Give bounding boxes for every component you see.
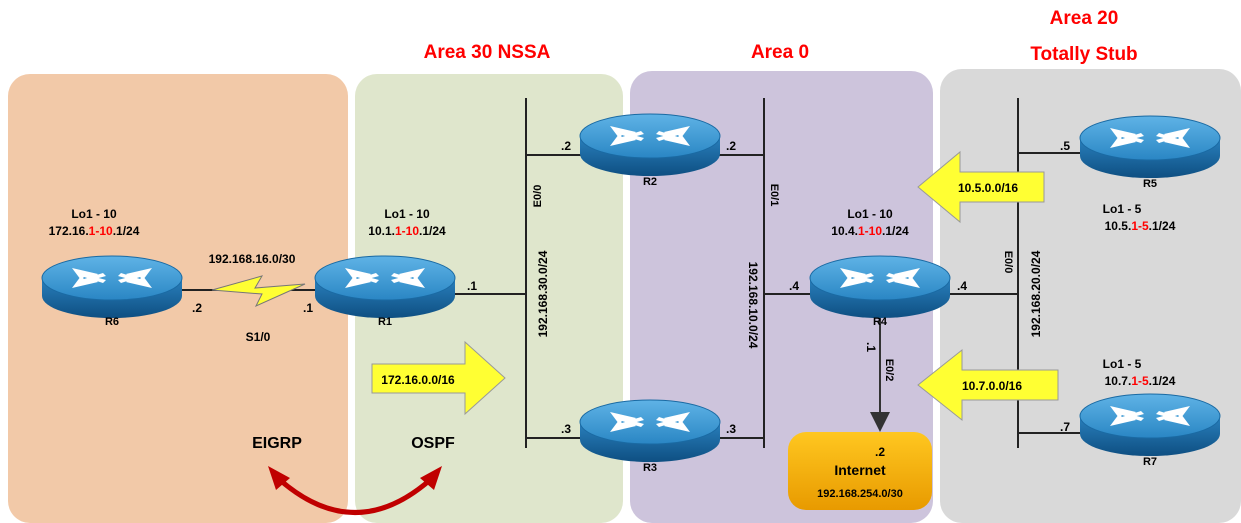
eigrp-label: EIGRP	[252, 435, 302, 452]
redistribution-right-arrowhead	[420, 466, 442, 490]
r4-e00-interface-label: E0/0	[1002, 251, 1014, 274]
r2-seg30-host: .2	[561, 139, 571, 153]
r3-seg30-host: .3	[561, 422, 571, 436]
redistribution-left-arrowhead	[268, 466, 290, 490]
r4-loopback-range: 10.4.1-10.1/24	[831, 224, 909, 238]
area-20-subtitle: Totally Stub	[1030, 44, 1137, 65]
r7-summary-arrow	[917, 348, 1059, 422]
r1-loopback-range: 10.1.1-10.1/24	[368, 224, 446, 238]
router-r3-label: R3	[643, 462, 657, 474]
r7-seg20-host: .7	[1060, 420, 1070, 434]
r4-e02-interface-label: E0/2	[883, 359, 895, 382]
r1-seg30-host: .1	[467, 279, 477, 293]
r2-seg10-host: .2	[726, 139, 736, 153]
r1-serial-host: .1	[303, 301, 313, 315]
serial-network-label: 192.168.16.0/30	[209, 252, 296, 266]
router-r3-icon	[579, 399, 721, 463]
area-30-region	[355, 74, 623, 523]
router-r2-icon	[579, 113, 721, 177]
r4-seg10-host: .4	[789, 279, 799, 293]
r7-loopback-range: 10.7.1-5.1/24	[1105, 374, 1176, 388]
internet-label: Internet	[834, 462, 886, 478]
r6-loopback-range: 172.16.1-10.1/24	[49, 224, 140, 238]
router-r7-label: R7	[1143, 456, 1157, 468]
r5-seg20-host: .5	[1060, 139, 1070, 153]
r3-seg10-host: .3	[726, 422, 736, 436]
redistribution-curve	[278, 478, 432, 515]
r6-serial-host: .2	[192, 301, 202, 315]
internet-cloud	[788, 432, 932, 510]
router-r2-label: R2	[643, 176, 657, 188]
r7-loopback-title: Lo1 - 5	[1103, 357, 1142, 371]
router-r6-icon	[41, 255, 183, 319]
r1-loopback-title: Lo1 - 10	[384, 207, 430, 221]
router-r5-icon	[1079, 115, 1221, 179]
serial-link-bolt	[211, 275, 306, 308]
area-0-title: Area 0	[751, 42, 809, 63]
router-r7-icon	[1079, 393, 1221, 457]
r2-e01-interface-label: E0/1	[768, 184, 780, 207]
router-r6-label: R6	[105, 316, 119, 328]
internet-network-label: 192.168.254.0/30	[817, 488, 903, 500]
r5-summary-arrow	[917, 150, 1045, 224]
router-r5-label: R5	[1143, 178, 1157, 190]
router-r4-label: R4	[873, 316, 888, 328]
serial-interface-label: S1/0	[246, 330, 271, 344]
ospf-label: OSPF	[411, 435, 455, 452]
router-r1-label: R1	[378, 316, 392, 328]
r4-loopback-title: Lo1 - 10	[847, 207, 893, 221]
nssa-summary-arrow	[371, 340, 506, 416]
r7-summary-label: 10.7.0.0/16	[962, 379, 1022, 393]
r5-loopback-title: Lo1 - 5	[1103, 202, 1142, 216]
r6-loopback-title: Lo1 - 10	[71, 207, 117, 221]
segment-10-label: 192.168.10.0/24	[746, 262, 760, 349]
segment-20-label: 192.168.20.0/24	[1029, 250, 1043, 337]
internet-host-label: .2	[875, 445, 885, 459]
r5-loopback-range: 10.5.1-5.1/24	[1105, 219, 1176, 233]
area-20-title: Area 20	[1050, 8, 1119, 29]
router-r4-icon	[809, 255, 951, 319]
router-r1-icon	[314, 255, 456, 319]
r4-seg20-host: .4	[957, 279, 967, 293]
segment-30-label: 192.168.30.0/24	[536, 250, 550, 337]
r4-internet-host: .1	[864, 342, 878, 352]
r1-e00-interface-label: E0/0	[532, 185, 544, 208]
area-30-title: Area 30 NSSA	[424, 42, 551, 63]
r5-summary-label: 10.5.0.0/16	[958, 181, 1018, 195]
nssa-summary-label: 172.16.0.0/16	[381, 373, 455, 387]
